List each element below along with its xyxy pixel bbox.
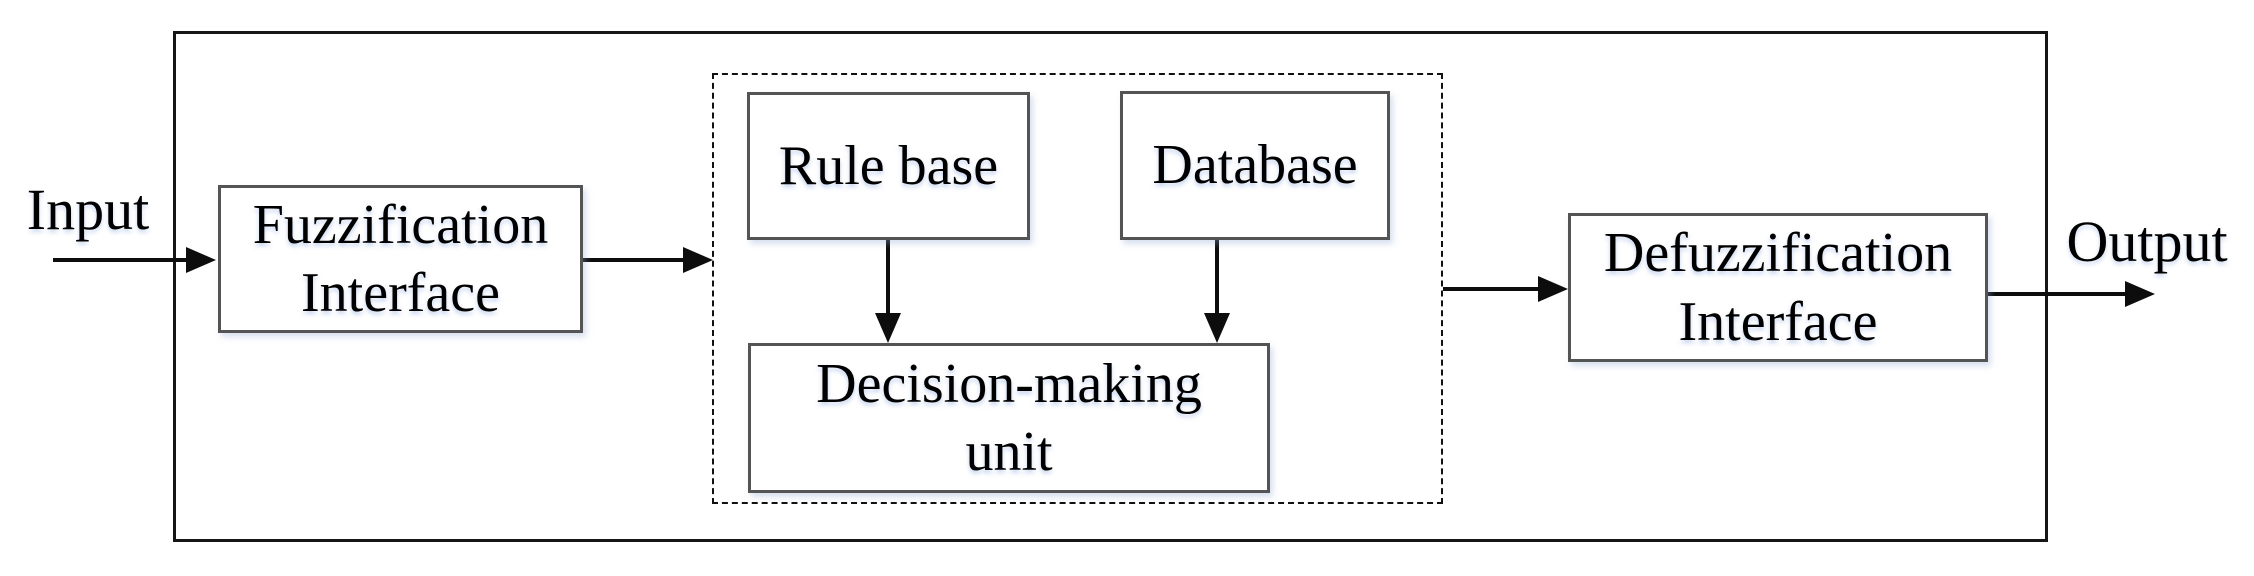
output-arrow-head [2125,281,2155,307]
decision-making-unit-label: Decision-making unit [816,352,1202,483]
fuzzification-to-group-arrow-head [683,247,713,273]
output-arrow-shaft [1988,292,2127,296]
database-label: Database [1152,134,1358,197]
database-box: Database [1120,91,1390,240]
decision-making-unit-box: Decision-making unit [748,343,1270,493]
input-arrow-head [186,247,216,273]
rulebase-to-decision-arrow-head [875,313,901,343]
fuzzification-box: Fuzzification Interface [218,185,583,333]
group-to-defuzzification-arrow-head [1538,276,1568,302]
defuzzification-label: Defuzzification Interface [1603,222,1953,353]
system-boundary-box [173,31,2048,542]
input-label: Input [26,177,150,242]
rule-base-label: Rule base [778,134,999,197]
knowledge-group-dashed-box [712,73,1443,504]
database-to-decision-arrow-head [1204,313,1230,343]
database-to-decision-arrow-shaft [1215,240,1219,315]
rule-base-box: Rule base [747,92,1030,240]
defuzzification-box: Defuzzification Interface [1568,213,1988,362]
group-to-defuzzification-arrow-shaft [1443,287,1540,291]
fuzzification-label: Fuzzification Interface [252,193,549,324]
fuzzification-to-group-arrow-shaft [583,258,685,262]
input-arrow-shaft [53,258,188,262]
output-label: Output [2066,209,2228,274]
rulebase-to-decision-arrow-shaft [886,240,890,315]
